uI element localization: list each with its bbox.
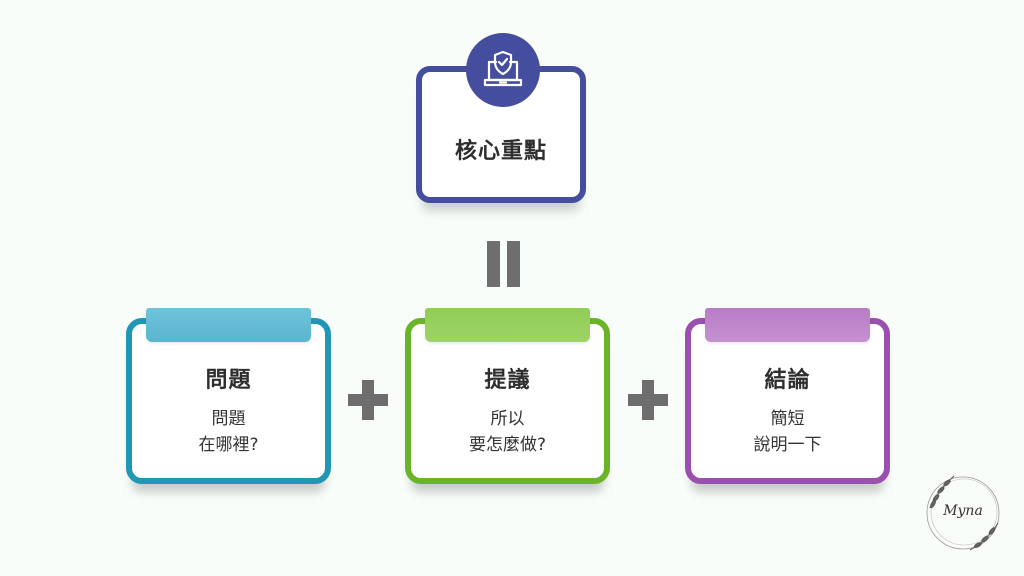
- wreath-icon: [926, 475, 1000, 551]
- conclusion-card-line-2: 說明一下: [753, 435, 822, 455]
- problem-card-line-2: 在哪裡?: [198, 435, 259, 455]
- core-point-title: 核心重點: [454, 139, 547, 164]
- myna-logo: Myna: [918, 468, 1008, 558]
- laptop-shield-check-icon: [483, 50, 523, 87]
- problem-card-line-1: 問題: [211, 409, 246, 429]
- equals-bar-left: [487, 241, 500, 287]
- plus-icon: [628, 380, 668, 420]
- logo-text: Myna: [943, 503, 983, 519]
- problem-card-title: 問題: [205, 368, 252, 393]
- conclusion-card-tab: [705, 308, 870, 342]
- problem-card-tab: [146, 308, 311, 342]
- core-icon-badge: [466, 33, 540, 107]
- proposal-card-tab: [425, 308, 590, 342]
- proposal-card: 提議 所以 要怎麼做?: [405, 318, 610, 484]
- conclusion-card: 結論 簡短 說明一下: [685, 318, 890, 484]
- proposal-card-title: 提議: [484, 368, 531, 393]
- proposal-card-line-2: 要怎麼做?: [468, 435, 547, 455]
- proposal-card-line-1: 所以: [490, 409, 525, 429]
- conclusion-card-line-1: 簡短: [770, 409, 805, 429]
- plus-icon: [348, 380, 388, 420]
- equals-bar-right: [507, 241, 520, 287]
- problem-card: 問題 問題 在哪裡?: [126, 318, 331, 484]
- conclusion-card-title: 結論: [764, 368, 811, 393]
